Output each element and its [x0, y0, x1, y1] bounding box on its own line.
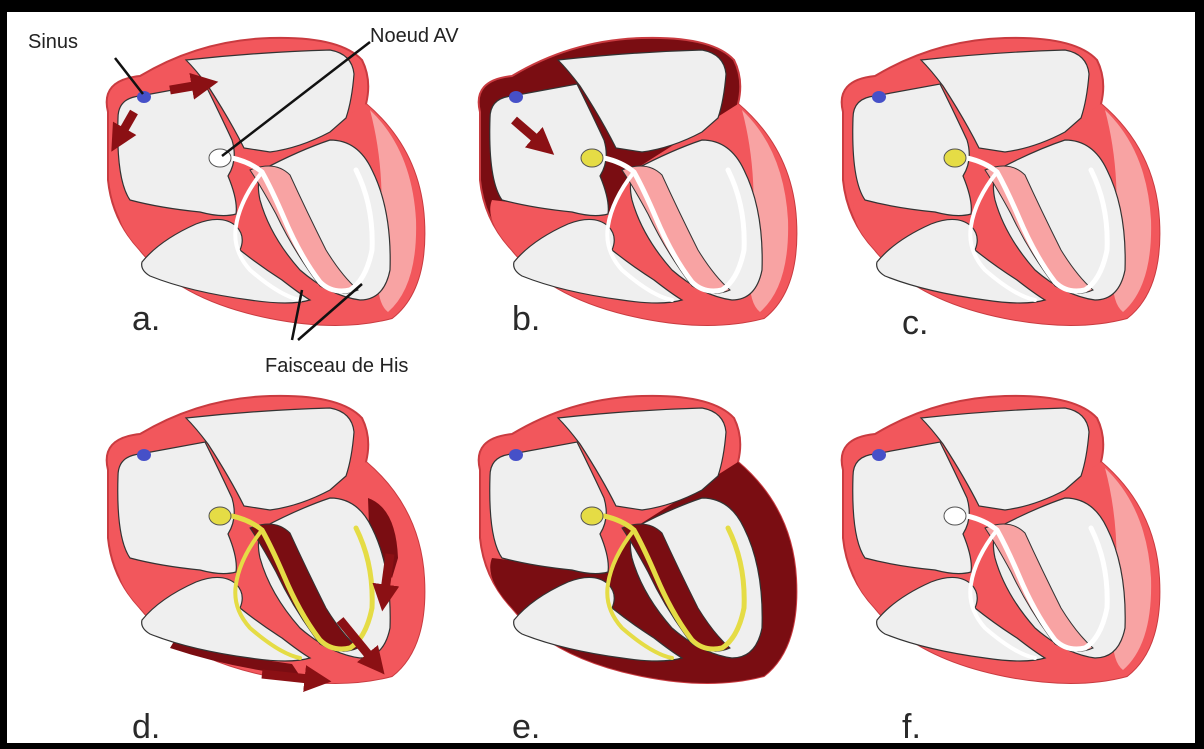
heart-panel-b: b. [479, 38, 797, 338]
panel-label: e. [512, 708, 540, 746]
heart-panel-a: a. [107, 38, 425, 338]
av-node [944, 507, 966, 525]
av-node [944, 149, 966, 167]
av-node [581, 507, 603, 525]
heart-panel-c: c. [842, 38, 1160, 342]
impulse-arrow-lateral-wall [384, 554, 390, 598]
panel-label: a. [132, 300, 160, 338]
sinus-node [137, 91, 151, 103]
heart-panels: a. b. c. d. e. f. [107, 38, 1160, 746]
panel-label: d. [132, 708, 160, 746]
sinus-node [872, 91, 886, 103]
sinus-label: Sinus [28, 31, 78, 53]
sinus-node [137, 449, 151, 461]
impulse-arrow-right [170, 84, 205, 90]
av-node [581, 149, 603, 167]
faisceau-de-his-label: Faisceau de His [265, 355, 408, 377]
heart-panel-f: f. [842, 396, 1160, 746]
av-node [209, 507, 231, 525]
sinus-node [872, 449, 886, 461]
panel-label: c. [902, 304, 928, 342]
heart-panel-d: d. [107, 396, 425, 746]
noeud-av-label: Noeud AV [370, 25, 459, 47]
heart-panel-e: e. [479, 396, 797, 746]
sinus-node [509, 449, 523, 461]
panel-label: f. [902, 708, 921, 746]
sinus-node [509, 91, 523, 103]
impulse-arrow-base [262, 674, 318, 680]
panel-label: b. [512, 300, 540, 338]
